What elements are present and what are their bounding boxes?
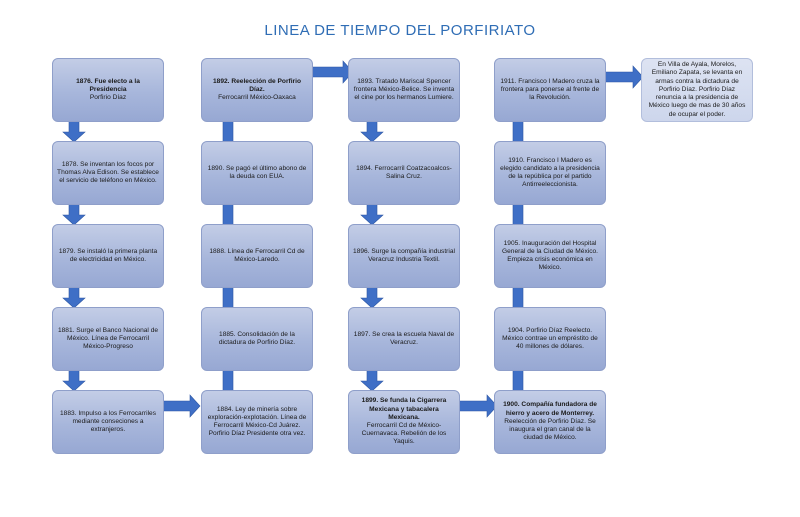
event-description: 1888. Línea de Ferrocarril Cd de México-… [209,247,305,263]
timeline-event-1911: 1911. Francisco I Madero cruza la fronte… [494,58,606,122]
timeline-event-1893: 1893. Tratado Mariscal Spencer frontera … [348,58,460,122]
arrow-right-1911-zapata [602,65,644,89]
page-title: LINEA DE TIEMPO DEL PORFIRIATO [264,22,536,39]
timeline-event-1892: 1892. Reelección de Porfirio Díaz.Ferroc… [201,58,313,122]
timeline-event-1897: 1897. Se crea la escuela Naval de Veracr… [348,307,460,371]
event-description: 1896. Surge la compañía industrial Verac… [353,247,455,263]
event-description: Ferrocarril Cd de México-Cuernavaca. Reb… [361,422,447,446]
timeline-event-1890: 1890. Se pagó el último abono de la deud… [201,141,313,205]
event-text: 1890. Se pagó el último abono de la deud… [206,165,308,181]
arrow-right-1883-1884 [159,394,201,418]
event-description: 1879. Se instaló la primera planta de el… [58,247,158,263]
timeline-event-1904: 1904. Porfirio Díaz Reelecto. México con… [494,307,606,371]
event-description: 1911. Francisco I Madero cruza la fronte… [500,77,600,102]
event-text: 1896. Surge la compañía industrial Verac… [353,248,455,264]
arrow-right-1892-1893 [306,60,354,84]
event-text: 1885. Consolidación de la dictadura de P… [206,331,308,347]
event-heading: 1900. Compañía fundadora de hierro y ace… [503,401,597,417]
timeline-event-1885: 1885. Consolidación de la dictadura de P… [201,307,313,371]
timeline-event-1884: 1884. Ley de minería sobre exploración-e… [201,390,313,454]
event-text: 1904. Porfirio Díaz Reelecto. México con… [499,327,601,352]
timeline-event-zapata: En Villa de Ayala, Morelos, Emiliano Zap… [641,58,753,122]
event-description: 1897. Se crea la escuela Naval de Veracr… [353,330,455,346]
event-text: 1878. Se inventan los focos por Thomas A… [57,161,159,186]
event-text: 1881. Surge el Banco Nacional de México.… [57,327,159,352]
event-heading: 1892. Reelección de Porfirio Díaz. [213,77,301,93]
event-text: 1910. Francisco I Madero es elegido cand… [499,157,601,190]
event-text: 1892. Reelección de Porfirio Díaz.Ferroc… [206,78,308,103]
event-text: 1893. Tratado Mariscal Spencer frontera … [353,78,455,103]
event-description: 1883. Impulso a los Ferrocarriles median… [59,409,156,434]
event-text: 1905. Inauguración del Hospital General … [499,240,601,273]
timeline-event-1910: 1910. Francisco I Madero es elegido cand… [494,141,606,205]
event-description: 1878. Se inventan los focos por Thomas A… [57,160,159,185]
timeline-event-1905: 1905. Inauguración del Hospital General … [494,224,606,288]
event-text: 1900. Compañía fundadora de hierro y ace… [499,401,601,442]
event-description: 1881. Surge el Banco Nacional de México.… [57,326,159,351]
event-description: Ferrocarril México-Oaxaca [218,94,296,102]
event-text: 1911. Francisco I Madero cruza la fronte… [499,78,601,103]
event-description: 1884. Ley de minería sobre exploración-e… [207,405,307,438]
event-description: 1905. Inauguración del Hospital General … [501,239,599,272]
event-description: Reelección de Porfirio Díaz. Se inaugura… [504,417,596,442]
event-text: 1879. Se instaló la primera planta de el… [57,248,159,264]
event-description: 1910. Francisco I Madero es elegido cand… [500,156,600,189]
event-text: 1897. Se crea la escuela Naval de Veracr… [353,331,455,347]
event-description: 1890. Se pagó el último abono de la deud… [207,164,307,180]
event-text: 1894. Ferrocarril Coatzacoalcos-Salina C… [353,165,455,181]
event-text: En Villa de Ayala, Morelos, Emiliano Zap… [646,61,748,119]
arrow-right-1899-1900 [454,394,498,418]
event-description: 1885. Consolidación de la dictadura de P… [218,330,296,346]
event-heading: 1876. Fue electo a la Presidencia [76,77,140,93]
event-description: En Villa de Ayala, Morelos, Emiliano Zap… [648,61,746,118]
event-text: 1899. Se funda la Cigarrera Mexicana y t… [353,397,455,446]
timeline-event-1900: 1900. Compañía fundadora de hierro y ace… [494,390,606,454]
event-description: 1894. Ferrocarril Coatzacoalcos-Salina C… [356,164,452,180]
timeline-event-1879: 1879. Se instaló la primera planta de el… [52,224,164,288]
event-heading: 1899. Se funda la Cigarrera Mexicana y t… [361,397,447,421]
timeline-event-1899: 1899. Se funda la Cigarrera Mexicana y t… [348,390,460,454]
event-text: 1888. Línea de Ferrocarril Cd de México-… [206,248,308,264]
timeline-event-1883: 1883. Impulso a los Ferrocarriles median… [52,390,164,454]
timeline-event-1894: 1894. Ferrocarril Coatzacoalcos-Salina C… [348,141,460,205]
event-description: 1904. Porfirio Díaz Reelecto. México con… [502,326,598,351]
timeline-event-1881: 1881. Surge el Banco Nacional de México.… [52,307,164,371]
event-description: 1893. Tratado Mariscal Spencer frontera … [353,77,455,102]
timeline-event-1888: 1888. Línea de Ferrocarril Cd de México-… [201,224,313,288]
timeline-event-1896: 1896. Surge la compañía industrial Verac… [348,224,460,288]
event-description: Porfirio Díaz [89,94,127,102]
timeline-event-1878: 1878. Se inventan los focos por Thomas A… [52,141,164,205]
event-text: 1884. Ley de minería sobre exploración-e… [206,406,308,439]
event-text: 1883. Impulso a los Ferrocarriles median… [57,410,159,435]
